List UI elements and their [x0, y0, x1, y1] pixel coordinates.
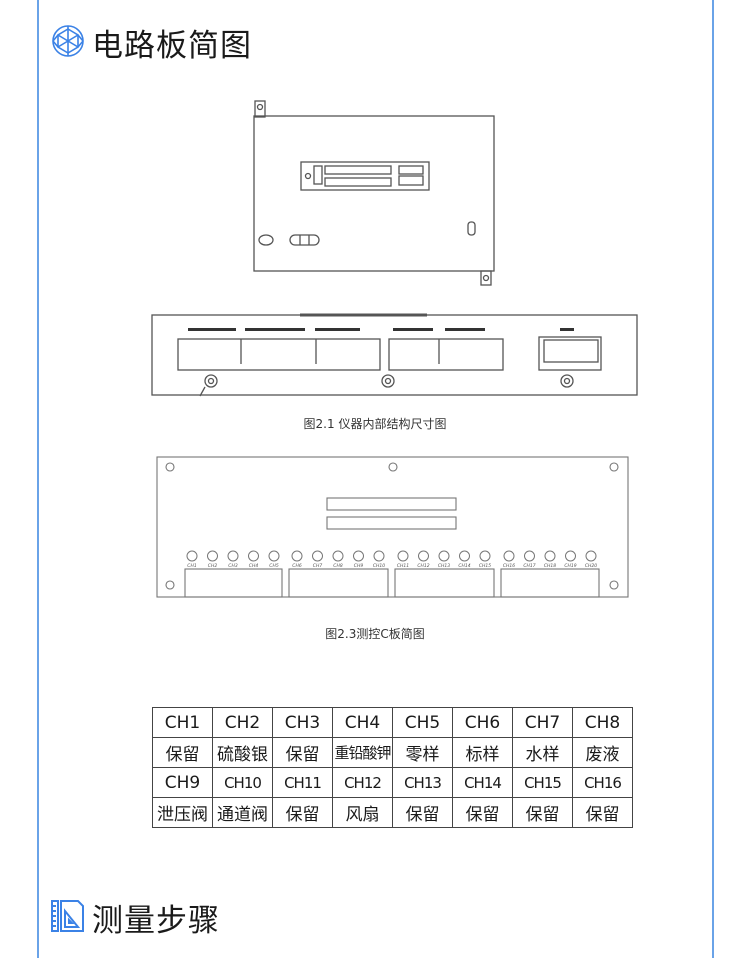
led-indicator [544, 550, 556, 562]
led-indicator [353, 550, 364, 562]
table-cell: 保留 [572, 797, 633, 828]
table-cell: 水样 [512, 737, 573, 768]
right-border-line [712, 0, 714, 958]
table-cell: 泄压阀 [152, 797, 213, 828]
left-border-line [37, 0, 39, 958]
table-cell: CH2 [212, 707, 273, 738]
board-channel-label: CH11 [397, 563, 409, 569]
table-cell: 保留 [272, 797, 333, 828]
led-indicator [585, 550, 597, 562]
section-heading-circuit-board: 电路板简图 [50, 20, 252, 65]
section-heading-measurement-steps: 测量步骤 [50, 895, 220, 940]
table-cell: CH4 [332, 707, 393, 738]
led-indicator [248, 550, 259, 562]
led-indicator [332, 550, 344, 562]
table-cell: CH11 [272, 767, 333, 798]
table-cell: CH3 [272, 707, 333, 738]
geodesic-sphere-icon [50, 23, 86, 63]
board-channel-label: CH8 [333, 563, 343, 569]
led-indicator [207, 550, 218, 562]
figure-caption-2-1: 图2.1 仪器内部结构尺寸图 [303, 417, 447, 431]
table-cell: CH14 [452, 767, 513, 798]
table-cell: CH5 [392, 707, 453, 738]
table-cell: 通道阀 [212, 797, 273, 828]
led-indicator [373, 550, 385, 562]
board-channel-label: CH13 [438, 563, 450, 569]
table-cell: CH10 [212, 767, 273, 798]
table-cell: CH8 [572, 707, 633, 738]
table-row: 泄压阀通道阀保留风扇保留保留保留保留 [152, 797, 633, 828]
front-panel-labels [188, 328, 574, 331]
table-cell: 保留 [272, 737, 333, 768]
board-channel-label: CH4 [249, 563, 259, 569]
led-indicator [524, 550, 535, 562]
board-channel-label: CH9 [354, 563, 364, 569]
table-cell: 重铅酸钾 [332, 737, 393, 768]
figure-caption-2-3: 图2.3测控C板简图 [325, 627, 425, 641]
table-cell: 废液 [572, 737, 633, 768]
led-indicator [227, 550, 239, 562]
led-indicator [291, 550, 303, 562]
board-channel-label: CH12 [417, 563, 429, 569]
board-channel-label: CH14 [458, 563, 470, 569]
table-cell: 零样 [392, 737, 453, 768]
led-indicator [418, 550, 429, 562]
table-cell: 保留 [392, 797, 453, 828]
led-indicator [459, 550, 470, 562]
board-channel-label: CH10 [373, 563, 385, 569]
section-title: 电路板简图 [92, 28, 252, 64]
top-view-drawing [253, 100, 495, 286]
table-cell: CH13 [392, 767, 453, 798]
board-channel-label: CH15 [479, 563, 491, 569]
board-channel-label: CH17 [523, 563, 535, 569]
front-panel-drawing [151, 313, 638, 397]
table-cell: CH16 [572, 767, 633, 798]
board-channel-label: CH7 [313, 563, 323, 569]
table-cell: 标样 [452, 737, 513, 768]
table-cell: CH6 [452, 707, 513, 738]
table-cell: 保留 [452, 797, 513, 828]
table-cell: CH9 [152, 767, 213, 798]
ruler-triangle-icon [50, 898, 86, 938]
board-channel-label: CH6 [292, 563, 302, 569]
board-channel-label: CH20 [585, 563, 597, 569]
board-channel-label: CH2 [208, 563, 218, 569]
led-indicator [503, 550, 515, 562]
board-channel-label: CH5 [269, 563, 279, 569]
section-title: 测量步骤 [92, 903, 220, 939]
table-cell: 保留 [512, 797, 573, 828]
table-cell: 硫酸银 [212, 737, 273, 768]
table-cell: 保留 [152, 737, 213, 768]
led-indicator [312, 550, 323, 562]
led-indicator [438, 550, 450, 562]
control-board-drawing [156, 456, 629, 598]
board-channel-label: CH3 [228, 563, 238, 569]
table-cell: CH15 [512, 767, 573, 798]
board-channel-label: CH1 [187, 563, 197, 569]
led-indicator [479, 550, 491, 562]
table-row: 保留硫酸银保留重铅酸钾零样标样水样废液 [152, 737, 633, 768]
board-channel-label: CH18 [544, 563, 556, 569]
table-cell: CH1 [152, 707, 213, 738]
table-cell: CH7 [512, 707, 573, 738]
board-channel-label: CH19 [564, 563, 576, 569]
table-cell: 风扇 [332, 797, 393, 828]
led-indicator [186, 550, 198, 562]
table-cell: CH12 [332, 767, 393, 798]
led-indicator [268, 550, 280, 562]
board-channel-label: CH16 [503, 563, 515, 569]
led-indicator [397, 550, 409, 562]
led-indicator [565, 550, 576, 562]
